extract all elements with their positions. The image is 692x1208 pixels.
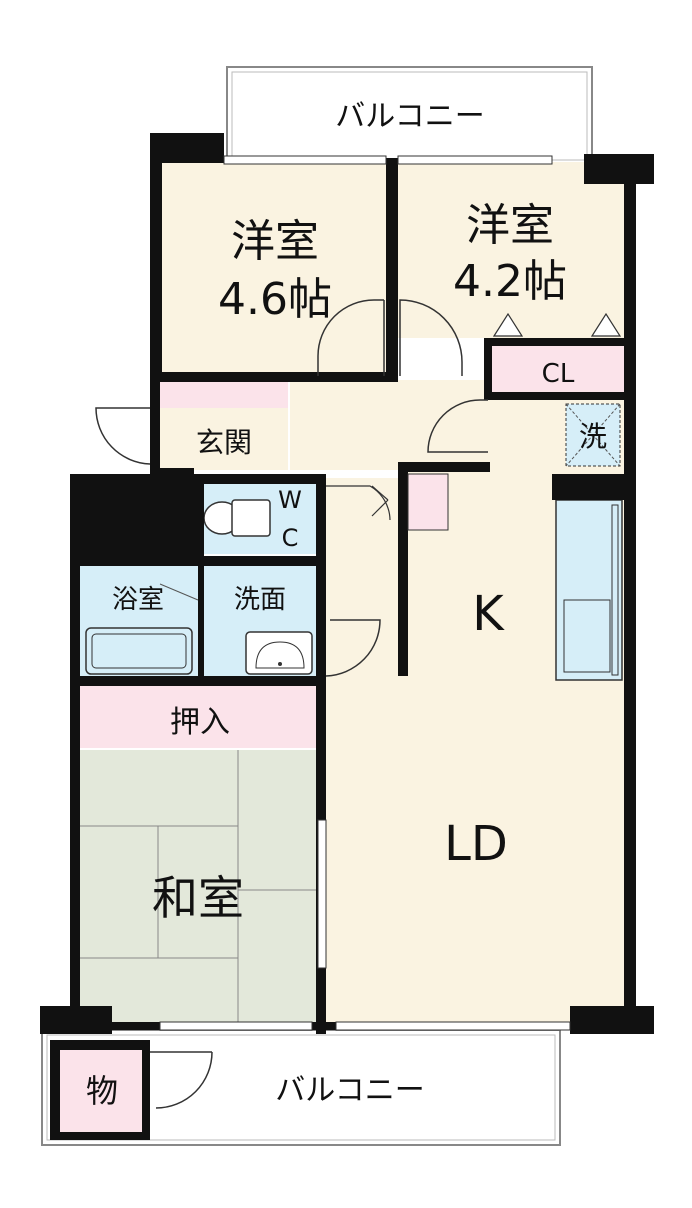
bath-label: 浴室: [112, 585, 164, 615]
laundry-pan: [565, 403, 621, 467]
corridor-floor: [322, 478, 402, 676]
washitsu-floor: [80, 750, 318, 1026]
washitsu-label: 和室: [152, 871, 244, 925]
western-room-2-name: 洋室: [466, 200, 554, 251]
windows: [159, 155, 571, 1031]
laundry-label: 洗: [579, 420, 607, 453]
closet-doors: [492, 312, 622, 337]
oshiire-floor: [80, 686, 318, 748]
western-room-1-floor: [160, 162, 390, 376]
western-room-1-name: 洋室: [231, 216, 319, 267]
toilet: [203, 499, 271, 537]
door-swings: [95, 299, 488, 1109]
wc-label-w: W: [278, 486, 302, 514]
balcony-bottom-label: バルコニー: [275, 1073, 424, 1108]
western-room-2-floor: [398, 162, 626, 338]
ldk-floor: [326, 398, 626, 1024]
western-room-2-size: 4.2帖: [453, 256, 567, 307]
hall-floor: [290, 380, 488, 470]
wc-door: [326, 485, 391, 521]
entrance-floor: [160, 408, 288, 470]
bathtub: [85, 627, 193, 675]
kitchen-counter: [555, 499, 623, 681]
closet-floor: [488, 342, 626, 392]
closet-label: CL: [542, 359, 575, 389]
western-room-1-size: 4.6帖: [218, 274, 332, 325]
wc-label-c: C: [282, 524, 299, 552]
entrance-step: [160, 380, 288, 408]
tatami-lines: [80, 750, 318, 1026]
bath-door-line: [159, 583, 199, 601]
wash-basin: [245, 631, 313, 675]
storage-label: 物: [86, 1072, 118, 1110]
hall-niche: [407, 473, 449, 531]
entrance-label: 玄関: [196, 426, 252, 459]
oshiire-label: 押入: [170, 705, 230, 740]
ld-label: LD: [444, 816, 508, 872]
balcony-top-label: バルコニー: [335, 99, 484, 134]
balcony-top: [226, 66, 593, 164]
washroom-label: 洗面: [234, 585, 286, 615]
kitchen-label: K: [472, 586, 505, 642]
storage-interior: [60, 1050, 142, 1132]
